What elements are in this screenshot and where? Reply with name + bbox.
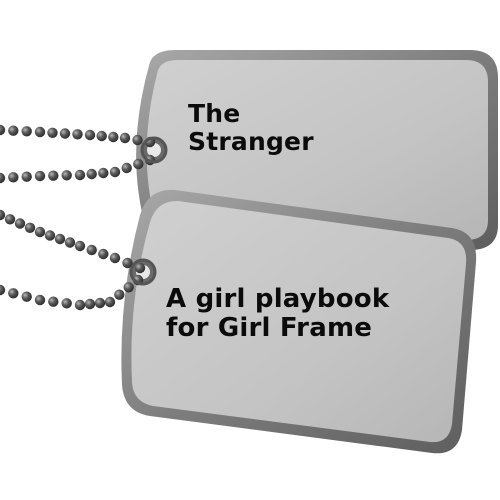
chain-bead [21,291,32,302]
chain-bead [59,128,71,139]
chain-bead [34,226,46,238]
chain-bead [54,233,66,245]
chain-bead [48,296,59,307]
chain-bead [24,222,36,233]
chain-bead [64,237,76,248]
chain-bead [109,166,121,178]
chain-bead [104,296,116,308]
chain-bead [47,127,58,138]
chain-bead [86,168,97,180]
chain-bead [34,126,46,138]
caption-line: A girl playbook [166,284,390,314]
chain-bead [8,172,19,183]
chain-bead [14,218,26,229]
caption-line: The [188,99,241,128]
chain-bead [96,130,107,142]
chain-bead [109,252,121,264]
chain-bead [0,172,6,184]
chain-ring [129,258,157,286]
chain-bead [4,214,16,225]
chain-bead [134,262,146,274]
chain-bead [122,257,133,269]
chain-bead [98,167,109,179]
chain-bead [61,298,72,309]
chain-bead [0,124,6,136]
tag-caption-back: The Stranger [188,100,314,156]
chain-bead [21,171,32,182]
caption-line: for Girl Frame [166,313,373,344]
caption-line: Stranger [188,127,314,156]
chain-bead [72,129,83,140]
chain-bead [94,297,106,309]
chain-bead [0,209,6,221]
dog-tag-front [121,189,477,454]
chain-bead [8,125,19,136]
chain-bead [133,158,144,170]
chain-bead [123,282,134,293]
chain-bead [108,131,119,143]
tag-caption-front: A girl playbook for Girl Frame [166,284,390,344]
chain-bead [8,288,19,299]
chain-bead [84,298,96,310]
chain-bead [0,284,6,296]
chain-bead [48,170,59,181]
chain-bead [119,132,131,144]
chain-bead [98,248,109,260]
chain-bead [74,169,86,181]
chain-bead [84,129,96,141]
chain-bead [74,240,86,252]
chain-bead [44,230,56,241]
chain-bead [21,126,32,137]
chain-bead [114,289,125,300]
chain-ring [140,136,168,164]
ball-chains [0,124,168,311]
chain-bead [34,170,46,182]
chain-bead [34,294,46,306]
chain-bead [132,134,143,146]
chain-bead [74,299,86,311]
chain-bead [61,170,72,181]
chain-bead [86,244,97,256]
chain-bead [121,162,132,174]
